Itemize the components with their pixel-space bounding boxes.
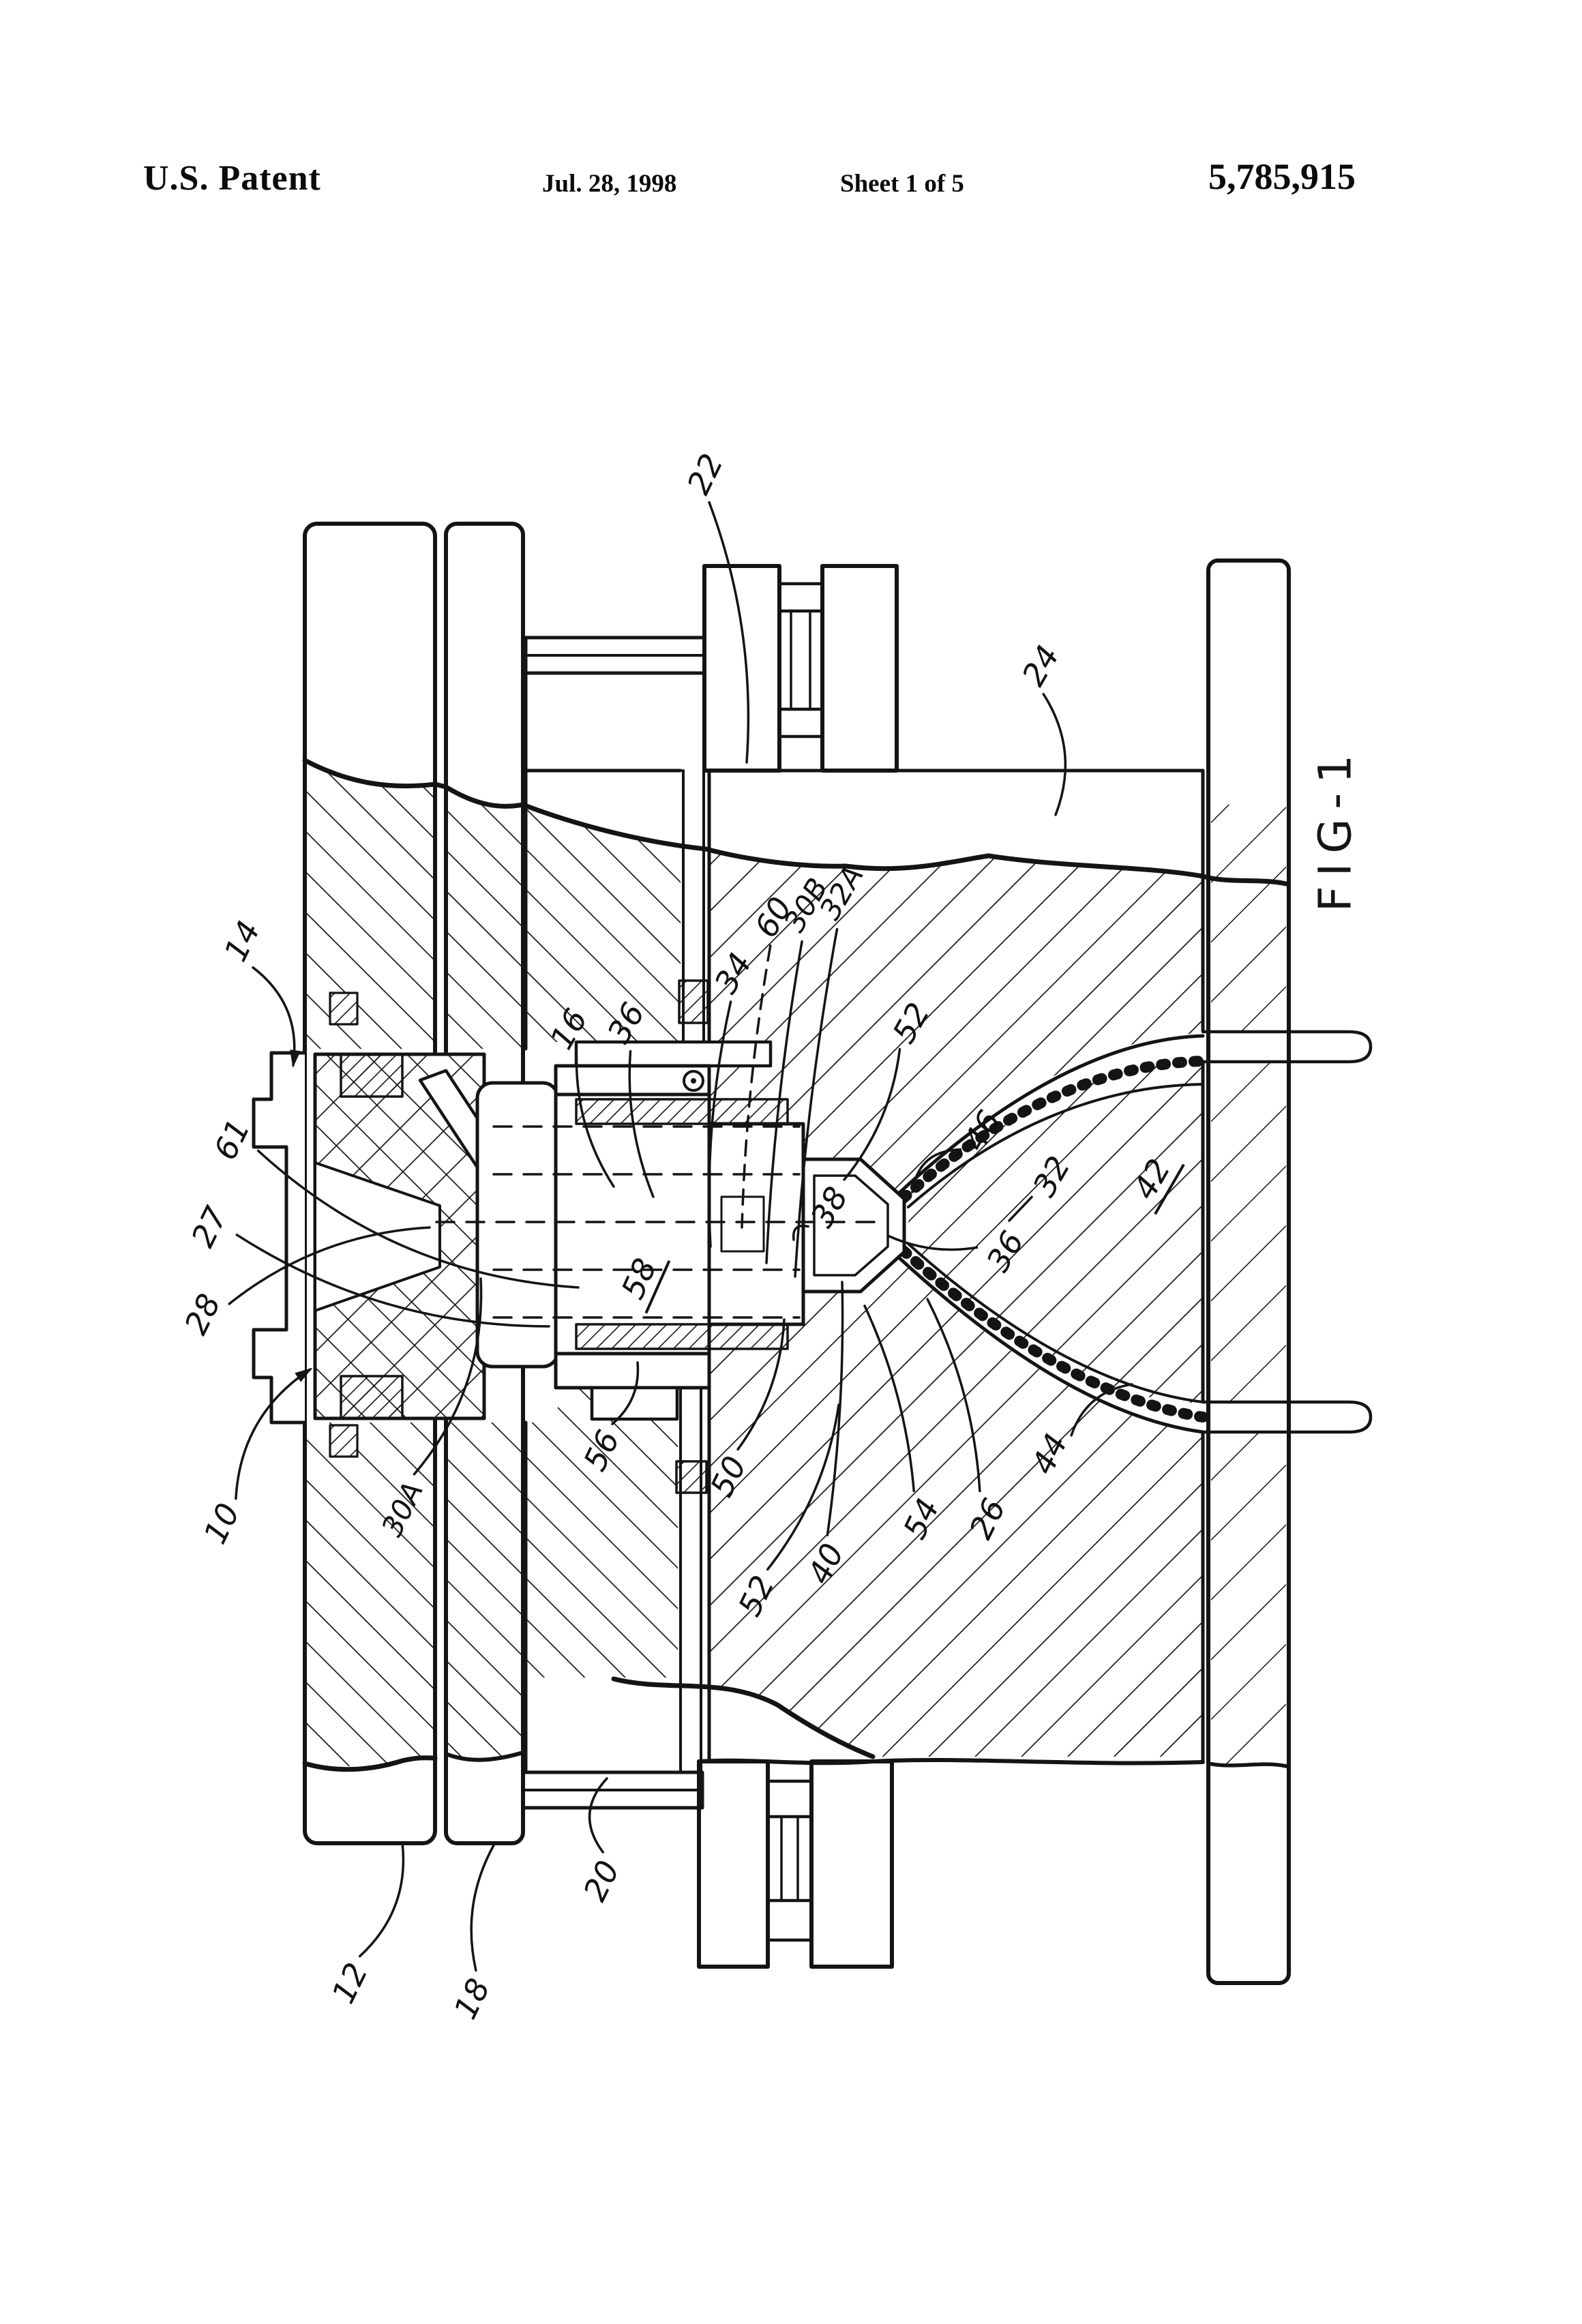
leader-56	[611, 1361, 640, 1425]
cavity-block-edges	[524, 671, 1205, 1774]
svg-text:20: 20	[576, 1855, 627, 1907]
leader-12	[358, 1841, 405, 1958]
ref-label-14: 14	[217, 915, 267, 967]
svg-text:14: 14	[217, 915, 267, 967]
leader-20	[588, 1777, 608, 1853]
leader-36	[886, 1234, 979, 1251]
leader-24	[1042, 693, 1067, 816]
retainer-bolt-upper	[329, 992, 359, 1026]
leader-46	[911, 1148, 962, 1193]
backing-plate-right	[1201, 558, 1373, 1985]
melt-channel-lower	[897, 1242, 1208, 1434]
ref-label-20: 20	[576, 1855, 627, 1907]
leader-30B	[765, 940, 803, 1264]
ref-label-27: 27	[184, 1201, 235, 1253]
svg-text:28: 28	[177, 1288, 228, 1340]
ejector-housing-bottom	[697, 1759, 894, 1969]
melt-outlet-pin-lower	[1201, 1400, 1373, 1434]
nozzle-tip-holder	[707, 1122, 805, 1326]
ref-label-22: 22	[680, 448, 730, 500]
screw-head	[683, 1070, 704, 1092]
spacer-bar-bottom	[521, 1770, 704, 1810]
patent-header-date: Jul. 28, 1998	[542, 170, 677, 198]
leader-50	[736, 1318, 786, 1451]
svg-text:18: 18	[447, 1973, 497, 2025]
leader-30A	[413, 1277, 483, 1476]
hatch-fills	[307, 743, 1286, 1766]
ref-label-18: 18	[447, 1973, 497, 2025]
patent-header-number: 5,785,915	[1208, 156, 1356, 197]
support-rod-top	[678, 769, 709, 1043]
ref-label-61: 61	[207, 1114, 257, 1165]
leader-27	[235, 1234, 550, 1328]
leader-18	[470, 1844, 495, 1972]
svg-text:10: 10	[196, 1498, 247, 1549]
svg-text:22: 22	[680, 448, 730, 500]
melt-channel-upper	[897, 1034, 1208, 1208]
ref-label-28: 28	[177, 1288, 228, 1340]
sprue-inlet-cone	[314, 1161, 441, 1312]
nozzle-main-body	[554, 1092, 711, 1356]
leader-44	[1070, 1383, 1133, 1437]
leader-52	[766, 1403, 840, 1571]
leader-lines	[228, 501, 1133, 1972]
leader-52	[843, 1047, 901, 1181]
spacer-bar-top	[524, 636, 706, 675]
patent-header-sheet: Sheet 1 of 5	[840, 170, 964, 198]
leader-26	[926, 1298, 981, 1493]
svg-text:61: 61	[207, 1114, 257, 1165]
ref-label-12: 12	[325, 1957, 375, 2009]
svg-text:12: 12	[325, 1957, 375, 2009]
melt-outlet-pin-upper	[1201, 1030, 1373, 1064]
patent-header-title: U.S. Patent	[143, 159, 321, 198]
svg-text:24: 24	[1015, 639, 1066, 692]
retainer-bolt-lower	[329, 1424, 359, 1458]
leader-22	[708, 501, 750, 764]
svg-text:27: 27	[184, 1201, 235, 1253]
leader-16	[575, 1055, 615, 1188]
leader-36	[628, 1049, 655, 1198]
heater-band-lower	[575, 1323, 789, 1350]
leader-32A	[794, 927, 839, 1278]
leader-60	[741, 944, 772, 1229]
heater-band-upper	[575, 1098, 789, 1125]
leader-32	[1008, 1195, 1033, 1222]
leader-14	[252, 966, 301, 1068]
svg-text:FIG-1: FIG-1	[1309, 745, 1362, 912]
break-lines	[302, 758, 1289, 1772]
leader-38	[792, 1224, 809, 1241]
figure-caption: FIG-1	[1309, 745, 1362, 912]
leader-28	[228, 1226, 431, 1305]
leader-61	[256, 1149, 580, 1289]
leader-40	[826, 1281, 844, 1536]
support-rod-bottom	[675, 1386, 708, 1774]
leader-34	[708, 1000, 732, 1248]
ref-label-10: 10	[196, 1498, 247, 1549]
leader-10	[235, 1367, 313, 1500]
nozzle-assembly	[435, 1040, 906, 1421]
leader-54	[863, 1305, 915, 1493]
ref-label-24: 24	[1015, 639, 1066, 692]
